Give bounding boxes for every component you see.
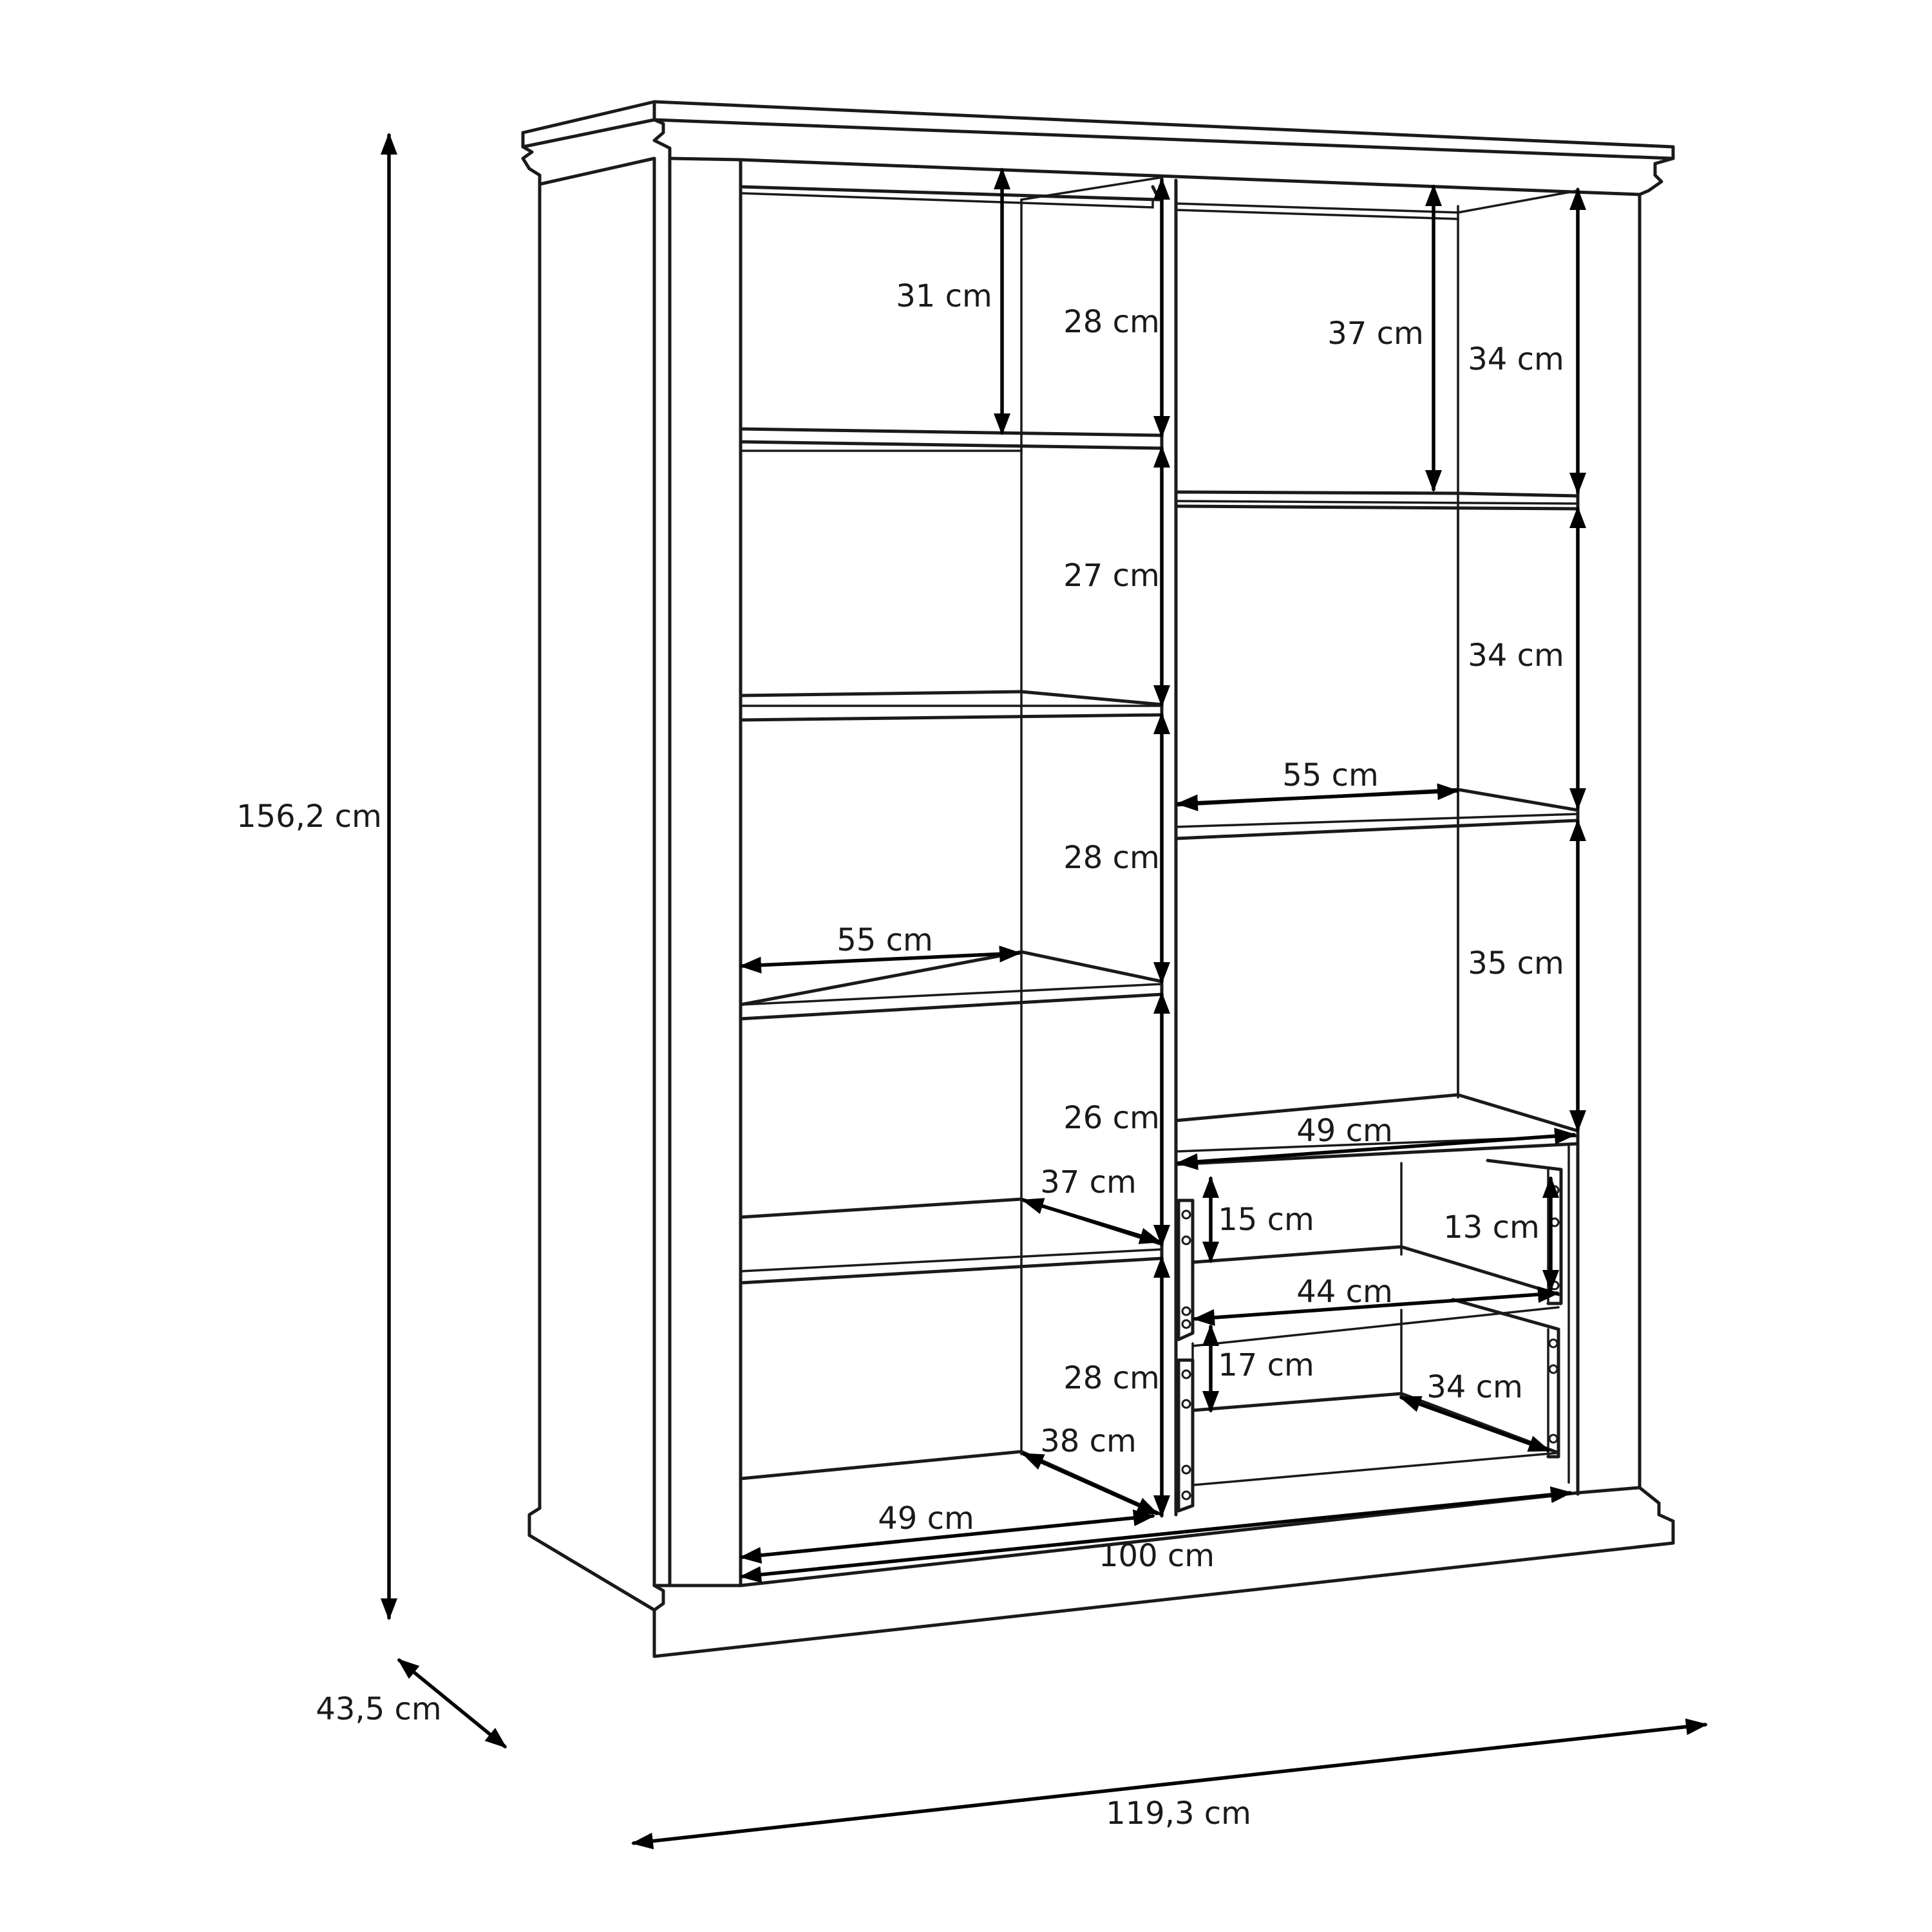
- label-left-shelf-depth: 37 cm: [1040, 1164, 1136, 1200]
- label-left-height-4: 26 cm: [1063, 1100, 1159, 1136]
- right-shelf-width-arrow: [1176, 783, 1459, 811]
- label-drawer2-depth: 34 cm: [1426, 1369, 1522, 1405]
- total-depth-arrow: [397, 1658, 507, 1748]
- label-right-gap-1: 37 cm: [1327, 316, 1423, 352]
- drawer2-depth-arrow: [1399, 1396, 1551, 1452]
- label-left-bottom-depth: 38 cm: [1040, 1423, 1136, 1459]
- label-right-height-2: 34 cm: [1468, 638, 1564, 674]
- label-right-height-1: 34 cm: [1468, 341, 1564, 377]
- label-left-height-2: 27 cm: [1063, 558, 1159, 594]
- label-right-shelf-width: 55 cm: [1282, 757, 1378, 793]
- left-shelf-width-arrow: [739, 945, 1021, 974]
- label-left-height-1: 28 cm: [1063, 304, 1159, 340]
- label-drawer2-height: 17 cm: [1218, 1347, 1314, 1383]
- left-bottom-width-arrow: [739, 1510, 1155, 1564]
- dimension-lines: [381, 133, 1708, 1850]
- total-width-arrow: [631, 1718, 1708, 1850]
- left-bottom-depth-arrow: [1021, 1452, 1159, 1515]
- drawer-width-arrow: [1193, 1286, 1560, 1326]
- label-total-height: 156,2 cm: [236, 799, 382, 835]
- left-shelf-depth-arrow: [1021, 1198, 1162, 1244]
- label-right-drawer-width: 49 cm: [1296, 1113, 1392, 1149]
- label-left-gap-1: 31 cm: [896, 278, 992, 314]
- label-drawer1-height: 15 cm: [1218, 1202, 1314, 1238]
- dimension-labels: 156,2 cm 43,5 cm 119,3 cm 100 cm 31 cm 2…: [236, 278, 1564, 1832]
- label-inner-width: 100 cm: [1099, 1538, 1215, 1574]
- label-right-height-3: 35 cm: [1468, 945, 1564, 981]
- label-total-depth: 43,5 cm: [316, 1691, 441, 1727]
- label-total-width: 119,3 cm: [1106, 1795, 1251, 1832]
- label-drawer1-inner-height: 13 cm: [1443, 1209, 1539, 1245]
- label-drawer-width: 44 cm: [1296, 1274, 1392, 1310]
- label-left-shelf-width: 55 cm: [837, 922, 933, 958]
- right-drawer-width-arrow: [1176, 1128, 1577, 1170]
- label-left-height-3: 28 cm: [1063, 840, 1159, 876]
- label-left-height-5: 28 cm: [1063, 1360, 1159, 1396]
- label-left-bottom-width: 49 cm: [878, 1501, 974, 1537]
